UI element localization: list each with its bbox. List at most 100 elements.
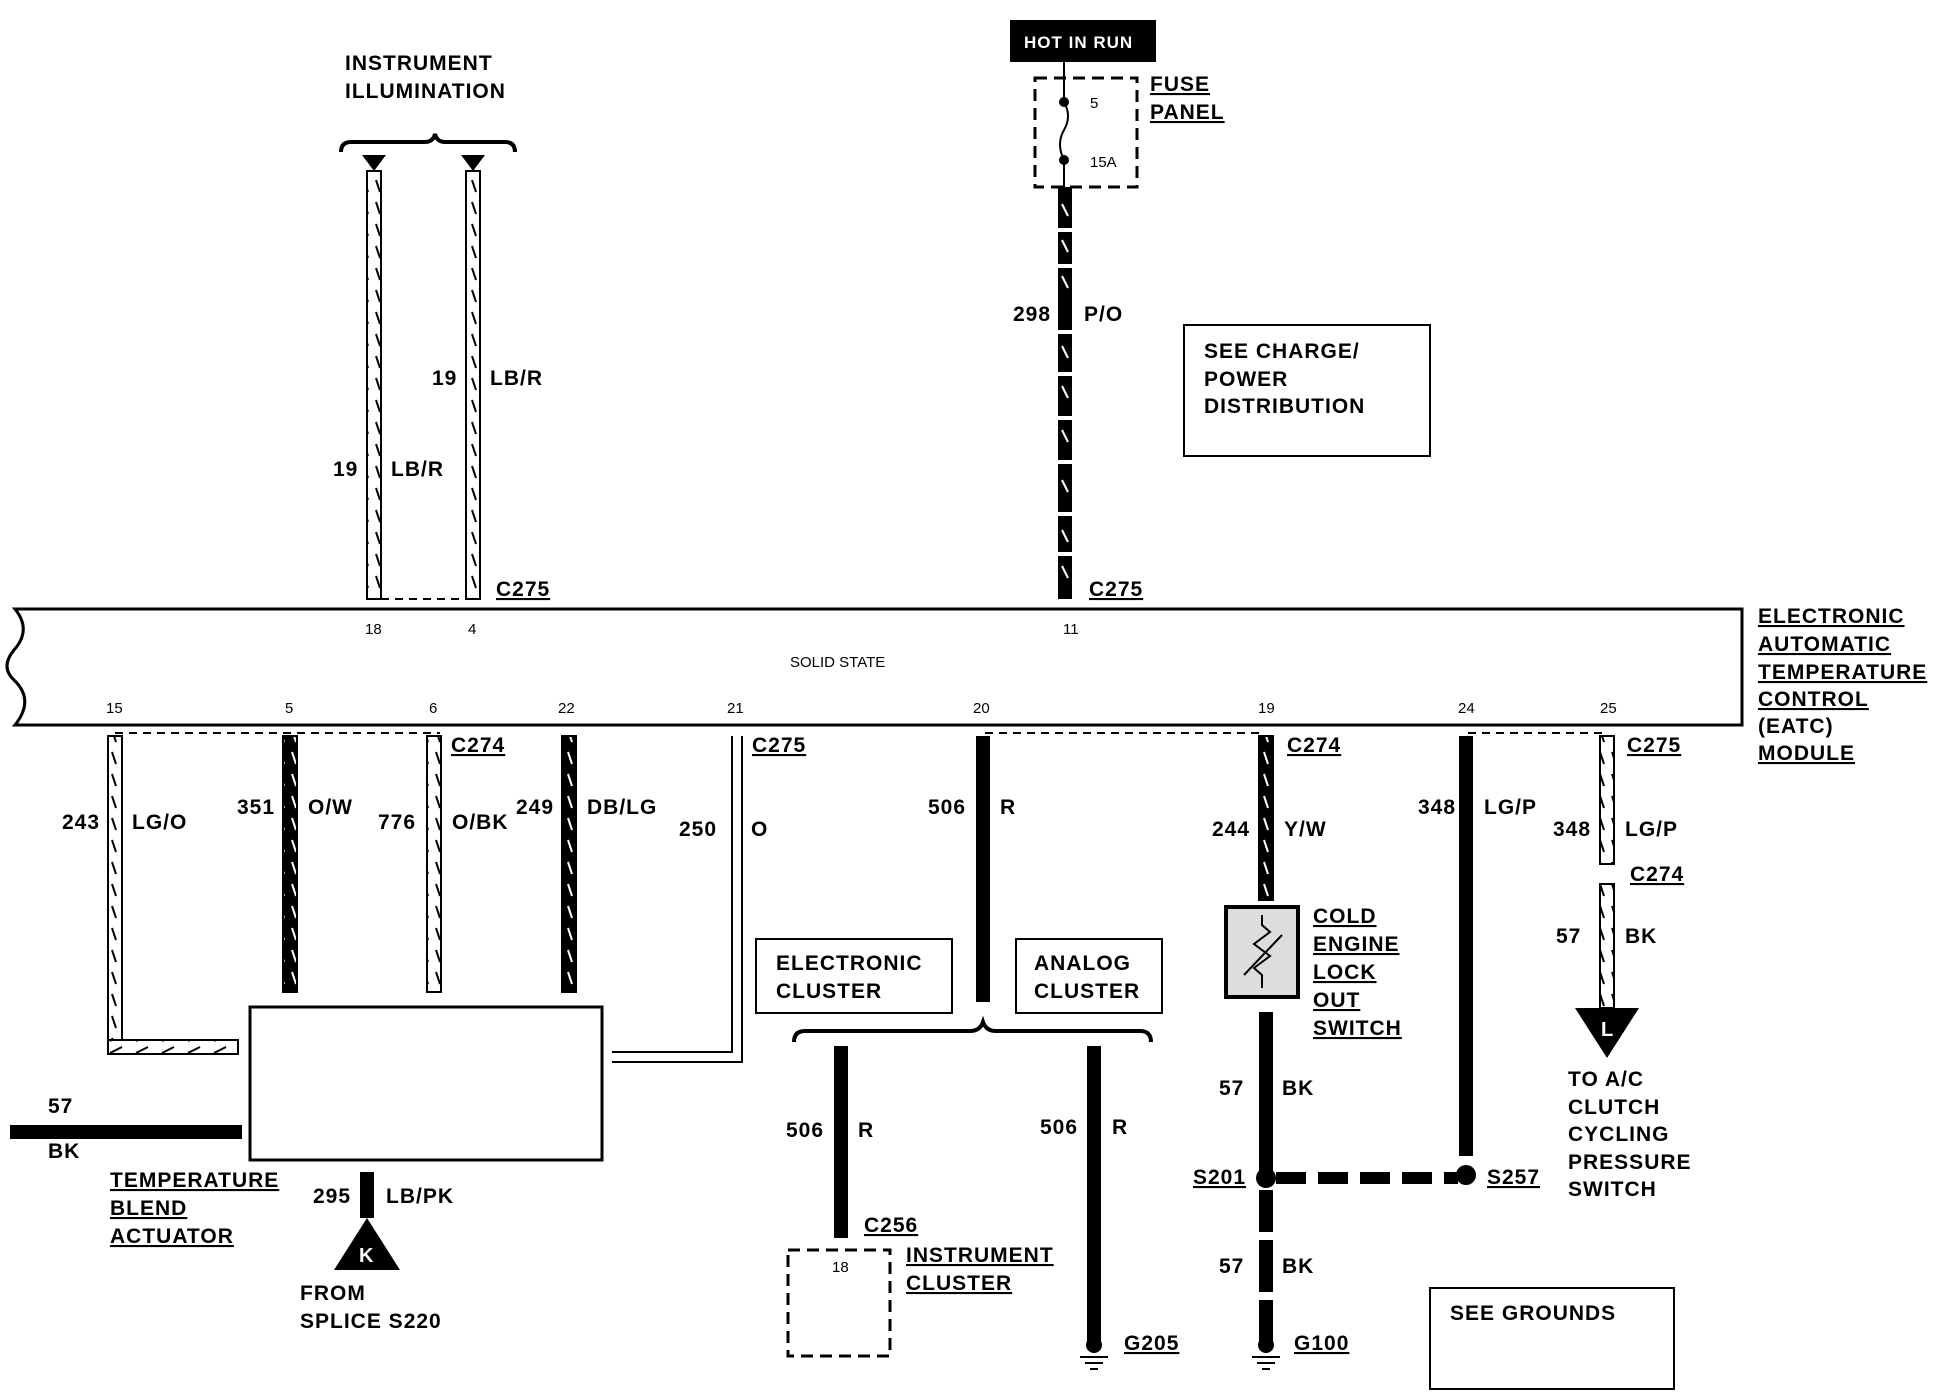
splice-s257: S257 [1487,1166,1540,1189]
svg-text:ACTUATOR: ACTUATOR [110,1225,234,1248]
connector-c275-left: C274 [451,734,505,757]
svg-text:CYCLING: CYCLING [1568,1123,1670,1146]
page-ref-l-icon [1575,1008,1639,1058]
circuit-298-num: 298 [1013,303,1051,326]
svg-text:TEMPERATURE: TEMPERATURE [110,1169,279,1192]
svg-text:OUT: OUT [1313,989,1360,1012]
circuit-351-num: 351 [237,796,275,819]
wire-348-lower [1599,883,1615,1009]
circuit-249-color: DB/LG [587,796,657,819]
splice-s201-icon [1256,1168,1276,1188]
pin-6: 6 [429,700,437,717]
ac-switch-label: TO A/C CLUTCH CYCLING PRESSURE SWITCH [1568,1068,1691,1201]
wire-348-upper [1599,735,1615,865]
fuse-panel-label: FUSE [1150,73,1210,96]
see-charge-line2: POWER [1204,368,1288,391]
wire-243-horizontal [107,1039,239,1055]
wire-506-main [976,736,990,1002]
circuit-506-num-analog: 506 [1040,1116,1078,1139]
circuit-57-color-switch: BK [1282,1077,1314,1100]
wire-19-right [465,170,481,600]
pin-top-18: 18 [365,621,382,638]
cluster-brace [792,1015,1153,1043]
pin-25: 25 [1600,700,1617,717]
circuit-506-color-analog: R [1112,1116,1128,1139]
hot-in-run-label: HOT IN RUN [1024,33,1133,52]
svg-text:INSTRUMENT: INSTRUMENT [345,52,493,75]
circuit-506-num-electronic: 506 [786,1119,824,1142]
analog-cluster-box [1015,938,1163,1014]
svg-text:CLUTCH: CLUTCH [1568,1096,1660,1119]
thermistor-arrow [1243,934,1283,976]
instrument-cluster-box [786,1248,892,1358]
connector-c275-right: C274 [1287,734,1341,757]
svg-text:LOCK: LOCK [1313,961,1377,984]
svg-text:ENGINE: ENGINE [1313,933,1400,956]
wire-57-switch [1259,1012,1273,1176]
svg-text:ILLUMINATION: ILLUMINATION [345,80,506,103]
pin-top-4: 4 [468,621,476,638]
page-ref-k-icon [334,1218,400,1270]
circuit-348-color-2: BK [1625,925,1657,948]
circuit-57-num-switch: 57 [1219,1077,1244,1100]
circuit-19-color-2: LB/R [490,367,543,390]
circuit-250-num: 250 [679,818,717,841]
wire-244 [1258,735,1274,901]
eatc-module-body [5,607,1744,727]
ground-g205: G205 [1124,1332,1179,1355]
module-body-label: SOLID STATE [790,654,885,671]
circuit-19-color: LB/R [391,458,444,481]
circuit-506-num: 506 [928,796,966,819]
wire-506-electronic [834,1046,848,1238]
svg-text:MODULE: MODULE [1758,742,1855,765]
splice-s257-icon [1456,1165,1476,1185]
connector-c275-top: C275 [496,578,550,601]
wire-250 [612,736,743,1063]
wire-776 [426,735,442,993]
fuse-rating: 15A [1090,154,1117,171]
circuit-57-color-ground: BK [1282,1255,1314,1278]
circuit-776-num: 776 [378,811,416,834]
instrument-cluster-label: INSTRUMENT [906,1244,1054,1267]
wire-506-analog [1087,1046,1101,1342]
page-ref-k: K [359,1245,374,1267]
connector-c274-right: C275 [1627,734,1681,757]
fuse-number: 5 [1090,95,1098,112]
svg-text:AUTOMATIC: AUTOMATIC [1758,633,1891,656]
illumination-brace [339,133,517,153]
circuit-776-color: O/BK [452,811,509,834]
wire-57-ground [1259,1190,1273,1342]
from-splice-line2: SPLICE S220 [300,1310,442,1333]
hot-in-run-box [1010,20,1156,62]
wire-249 [561,735,577,993]
wire-19-left [366,170,382,600]
arrow-4 [461,155,485,171]
pin-5: 5 [285,700,293,717]
instrument-cluster-pin: 18 [832,1259,849,1276]
circuit-298-color: P/O [1084,303,1123,326]
circuit-243-color: LG/O [132,811,187,834]
thermistor-symbol [1252,915,1272,988]
circuit-19-num: 19 [333,458,358,481]
circuit-57-num-pin24: 348 [1418,796,1456,819]
pin-21: 21 [727,700,744,717]
circuit-244-num: 244 [1212,818,1250,841]
circuit-57-num-ground: 57 [1219,1255,1244,1278]
circuit-57-num-actuator: 57 [48,1095,73,1118]
analog-cluster-label: ANALOG [1034,952,1131,975]
wire-243 [107,735,123,1053]
circuit-295-color: LB/PK [386,1185,454,1208]
electronic-cluster-label-2: CLUSTER [776,980,882,1003]
circuit-348-color: LG/P [1625,818,1678,841]
svg-text:ELECTRONIC: ELECTRONIC [1758,605,1905,628]
temperature-blend-actuator [248,1005,604,1162]
circuit-506-color-electronic: R [858,1119,874,1142]
instrument-cluster-label-2: CLUSTER [906,1272,1012,1295]
arrow-18 [362,155,386,171]
svg-text:SWITCH: SWITCH [1568,1178,1657,1201]
circuit-244-color: Y/W [1284,818,1327,841]
circuit-348-num: 348 [1553,818,1591,841]
analog-cluster-label-2: CLUSTER [1034,980,1140,1003]
ground-g100-icon [1252,1337,1280,1370]
fuse-icon [1059,78,1069,187]
